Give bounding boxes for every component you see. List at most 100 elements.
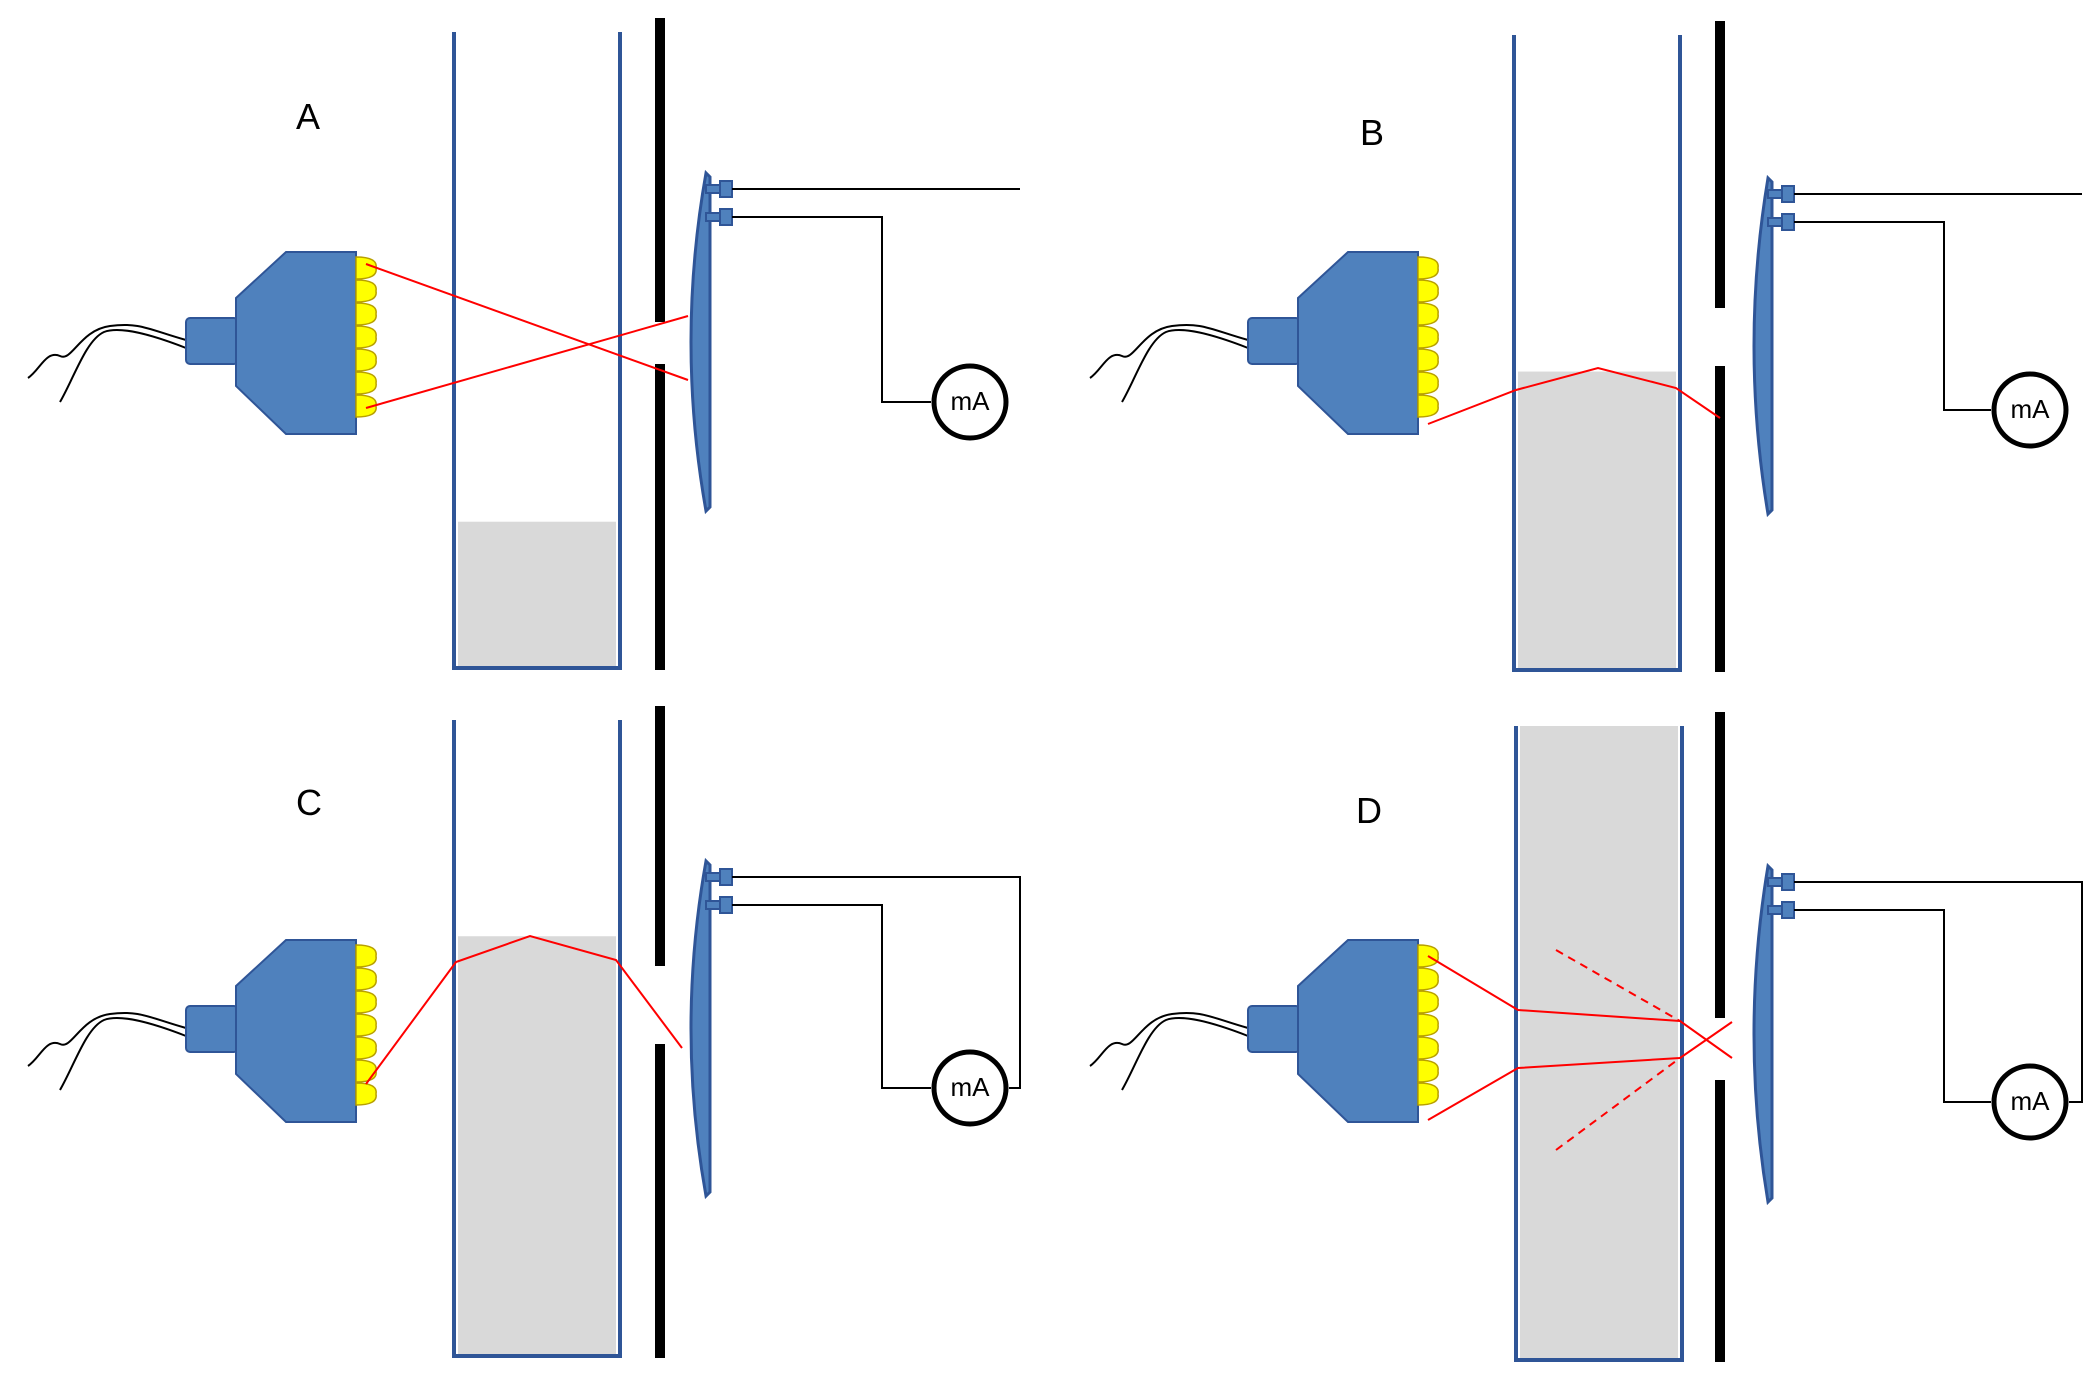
liquid xyxy=(458,936,616,1354)
led-bulb xyxy=(1417,990,1439,1014)
emitter-body xyxy=(1297,939,1419,1123)
cable-wire xyxy=(59,329,187,403)
liquid xyxy=(1518,371,1676,668)
led-emitter xyxy=(185,939,377,1123)
tube-wall xyxy=(1514,726,1684,1362)
detector-terminal-cap xyxy=(719,896,733,914)
circuit xyxy=(732,876,1021,1127)
led-emitter xyxy=(1247,251,1439,435)
photodetector xyxy=(1752,174,1795,518)
led-bulb xyxy=(355,371,377,395)
light-beams xyxy=(365,263,689,409)
detector-plate xyxy=(1752,174,1774,518)
tube-wall xyxy=(1512,35,1682,672)
light-beams xyxy=(365,934,683,1085)
led-emitter xyxy=(185,251,377,435)
liquid xyxy=(458,521,616,666)
led-bulb xyxy=(1417,256,1439,280)
led-bulb xyxy=(1417,279,1439,303)
led-bulb xyxy=(1417,302,1439,326)
circuit-wire xyxy=(732,216,931,403)
light-beams xyxy=(1427,949,1733,1151)
detector-terminal-cap xyxy=(719,868,733,886)
light-beam xyxy=(1427,1021,1733,1121)
circuit-wire xyxy=(732,904,931,1089)
emitter-body xyxy=(235,251,357,435)
led-bulb xyxy=(1417,1059,1439,1083)
emitter-body xyxy=(235,939,357,1123)
led-bulb xyxy=(355,1082,377,1106)
detector-terminal-cap xyxy=(1781,873,1795,891)
emitter-neck xyxy=(1247,317,1301,365)
detector-terminal-cap xyxy=(719,208,733,226)
light-beam-dashed xyxy=(1555,949,1681,1022)
detector-plate xyxy=(689,857,712,1200)
led-bulb xyxy=(355,1036,377,1060)
led-bulb xyxy=(355,944,377,968)
cable xyxy=(27,1012,187,1091)
light-beam xyxy=(365,934,683,1085)
liquid xyxy=(1520,726,1678,1358)
led-bulb xyxy=(1417,348,1439,372)
led-bulb xyxy=(355,325,377,349)
led-emitter xyxy=(1247,939,1439,1123)
circuit-wire xyxy=(1794,909,1991,1103)
led-bulb xyxy=(1417,371,1439,395)
led-bulb xyxy=(355,348,377,372)
circuit-wire xyxy=(1794,881,2083,1103)
detector-plate xyxy=(689,169,712,515)
cable-wire xyxy=(1121,1017,1249,1091)
light-beam xyxy=(1427,366,1721,425)
tube-wall xyxy=(452,32,622,670)
led-bulb xyxy=(355,279,377,303)
detector-plate xyxy=(1752,862,1774,1206)
tube xyxy=(1514,726,1684,1362)
circuit-wire xyxy=(732,876,1021,1089)
light-beam-dashed xyxy=(1555,1057,1681,1151)
photodetector xyxy=(689,169,733,515)
detector-terminal-cap xyxy=(1781,901,1795,919)
light-beams xyxy=(1427,366,1721,425)
cable-wire xyxy=(59,1017,187,1091)
photodetector xyxy=(689,857,733,1200)
tube xyxy=(1512,35,1682,672)
panel-c-drawing xyxy=(27,706,1021,1358)
ammeter xyxy=(1991,371,2069,449)
light-beam xyxy=(365,315,689,409)
ammeter-label: mA xyxy=(950,1072,990,1102)
cable xyxy=(1089,324,1249,403)
photodetector xyxy=(1752,862,1795,1206)
panel-label: C xyxy=(296,782,322,823)
circuit xyxy=(1794,193,2082,449)
tube-wall xyxy=(452,720,622,1358)
panel-label: D xyxy=(1356,790,1382,831)
emitter-neck xyxy=(185,317,239,365)
detector-terminal-cap xyxy=(1781,185,1795,203)
circuit xyxy=(732,188,1020,441)
ammeter xyxy=(931,1049,1009,1127)
cable-wire xyxy=(27,324,187,379)
cable-wire xyxy=(27,1012,187,1067)
led-bulb xyxy=(355,967,377,991)
ammeter-label: mA xyxy=(2010,1086,2050,1116)
led-bulb xyxy=(355,1059,377,1083)
panel-label: B xyxy=(1360,112,1385,153)
led-bulb xyxy=(355,302,377,326)
ammeter xyxy=(931,363,1009,441)
led-bulb xyxy=(1417,1013,1439,1037)
detector-terminal-cap xyxy=(1781,213,1795,231)
detector-terminal-cap xyxy=(719,180,733,198)
led-bulb xyxy=(1417,967,1439,991)
emitter-body xyxy=(1297,251,1419,435)
cable-wire xyxy=(1089,1012,1249,1067)
circuit xyxy=(1794,881,2083,1141)
circuit-wire xyxy=(1794,221,1991,411)
led-bulb xyxy=(355,990,377,1014)
ammeter xyxy=(1991,1063,2069,1141)
led-bulb xyxy=(355,1013,377,1037)
